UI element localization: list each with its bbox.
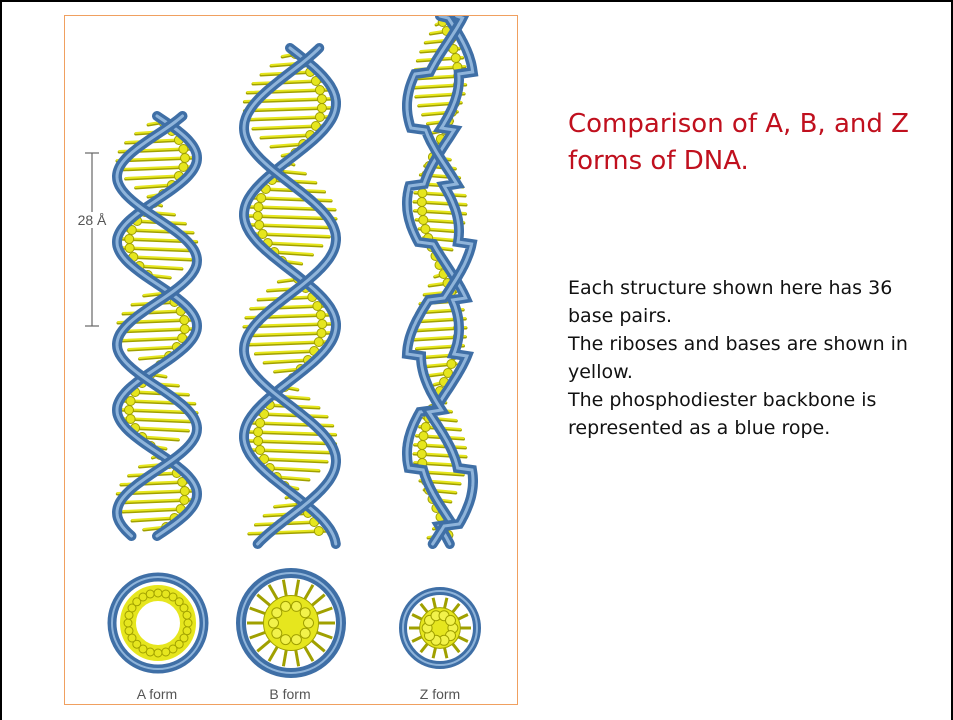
ribose-ring bbox=[179, 163, 188, 172]
ribose-ring bbox=[417, 198, 426, 207]
ribose-ring bbox=[317, 329, 326, 338]
base-dot bbox=[272, 628, 282, 638]
z-form-top-view bbox=[403, 591, 477, 665]
base-dot bbox=[304, 618, 314, 628]
ribose-ring bbox=[253, 212, 262, 221]
ribose-ring bbox=[125, 406, 134, 415]
base-dot bbox=[281, 635, 291, 645]
base-dot bbox=[154, 589, 162, 597]
ribose-ring bbox=[317, 95, 326, 104]
base-dot bbox=[146, 590, 154, 598]
base-dot bbox=[162, 648, 170, 656]
dna-forms-illustration: 28 Å A form B form Z form bbox=[65, 16, 518, 705]
scale-bar: 28 Å bbox=[72, 153, 112, 326]
ribose-ring bbox=[314, 338, 323, 347]
description: Each structure shown here has 36 base pa… bbox=[568, 274, 908, 442]
ribose-ring bbox=[181, 154, 190, 163]
a-form-helix bbox=[117, 116, 197, 536]
ribose-ring bbox=[257, 194, 266, 203]
ribose-ring bbox=[318, 320, 327, 329]
base-dot bbox=[446, 615, 456, 625]
ribose-ring bbox=[447, 360, 456, 369]
ribose-ring bbox=[180, 496, 189, 505]
description-line-2: The riboses and bases are shown in yello… bbox=[568, 330, 908, 386]
ribose-ring bbox=[254, 203, 263, 212]
dna-figure: 28 Å A form B form Z form bbox=[64, 15, 518, 705]
ribose-ring bbox=[418, 207, 427, 216]
base-dot bbox=[300, 628, 310, 638]
ribose-ring bbox=[256, 419, 265, 428]
z-form-helix bbox=[407, 16, 473, 544]
ribose-ring bbox=[417, 450, 426, 459]
ribose-ring bbox=[254, 437, 263, 446]
ribose-ring bbox=[418, 441, 427, 450]
base-dot bbox=[125, 627, 133, 635]
b-form-label: B form bbox=[269, 686, 310, 702]
ribose-ring bbox=[421, 225, 430, 234]
ribose-ring bbox=[451, 54, 460, 63]
ribose-ring bbox=[179, 145, 188, 154]
base-dot bbox=[291, 601, 301, 611]
ribose-ring bbox=[180, 487, 189, 496]
description-line-3: The phosphodiester backbone is represent… bbox=[568, 386, 908, 442]
base-dot bbox=[183, 611, 191, 619]
ribose-ring bbox=[419, 432, 428, 441]
ribose-ring bbox=[256, 446, 265, 455]
ribose-ring bbox=[254, 428, 263, 437]
base-dot bbox=[281, 601, 291, 611]
slide-title: Comparison of A, B, and Z forms of DNA. bbox=[568, 106, 928, 180]
base-dot bbox=[154, 649, 162, 657]
scale-label: 28 Å bbox=[78, 212, 107, 228]
ribose-ring bbox=[255, 221, 264, 230]
ribose-ring bbox=[317, 104, 326, 113]
ribose-ring bbox=[421, 423, 430, 432]
b-form-top-view bbox=[241, 573, 341, 673]
ribose-ring bbox=[180, 316, 189, 325]
base-dot bbox=[124, 619, 132, 627]
base-dot bbox=[269, 618, 279, 628]
ribose-ring bbox=[315, 113, 324, 122]
ribose-ring bbox=[180, 325, 189, 334]
base-dot bbox=[184, 619, 192, 627]
a-form-top-view bbox=[112, 577, 204, 669]
z-form-label: Z form bbox=[420, 686, 460, 702]
ribose-ring bbox=[126, 415, 135, 424]
ribose-ring bbox=[419, 216, 428, 225]
ribose-ring bbox=[316, 311, 325, 320]
base-dot bbox=[300, 608, 310, 618]
base-dot bbox=[291, 635, 301, 645]
b-form-helix bbox=[244, 48, 336, 544]
ribose-ring bbox=[125, 244, 134, 253]
ribose-ring bbox=[126, 397, 135, 406]
a-form-label: A form bbox=[137, 686, 177, 702]
ribose-ring bbox=[315, 86, 324, 95]
description-line-1: Each structure shown here has 36 base pa… bbox=[568, 274, 908, 330]
ribose-ring bbox=[314, 527, 323, 536]
ribose-ring bbox=[125, 235, 134, 244]
ribose-ring bbox=[418, 189, 427, 198]
base-dot bbox=[272, 608, 282, 618]
